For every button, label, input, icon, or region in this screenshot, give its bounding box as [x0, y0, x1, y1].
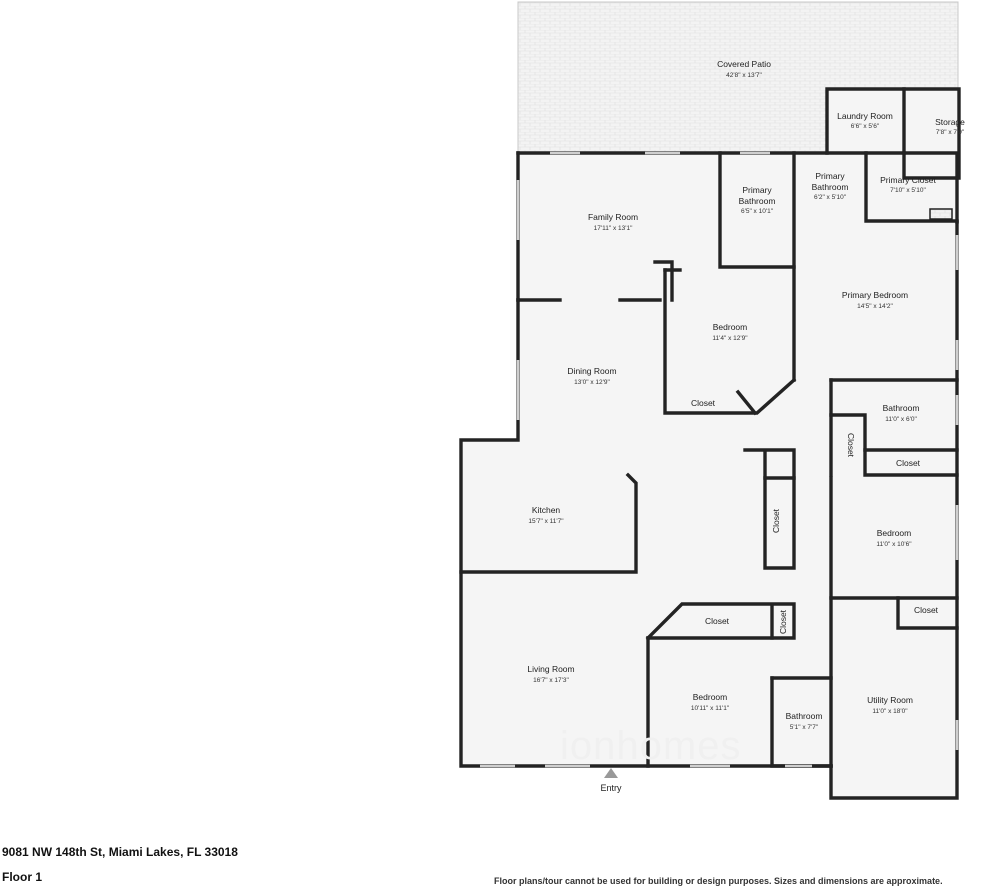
laundry-room-dim: 6'6" x 5'6"	[851, 123, 880, 130]
bedroom-2-label: Bedroom	[877, 528, 912, 538]
laundry-room-label: Laundry Room	[837, 111, 893, 121]
storage-dim: 7'8" x 7'9"	[936, 129, 965, 136]
covered-patio-dim: 42'8" x 13'7"	[726, 72, 762, 79]
closet-vent	[929, 208, 953, 220]
bedroom-1-label: Bedroom	[713, 322, 748, 332]
storage-area	[904, 89, 959, 178]
floor-label: Floor 1	[2, 870, 43, 884]
covered-patio-label: Covered Patio	[717, 59, 771, 69]
bathroom-2-label: Bathroom	[786, 711, 823, 721]
closet-v2-label: Closet	[771, 508, 781, 533]
primary-bedroom-dim: 14'5" x 14'2"	[857, 303, 893, 310]
disclaimer-text: Floor plans/tour cannot be used for buil…	[494, 876, 943, 886]
closet-4-label: Closet	[705, 616, 730, 626]
room-labels: Covered Patio 42'8" x 13'7" Laundry Room…	[527, 59, 965, 731]
kitchen-dim: 15'7" x 11'7"	[528, 518, 564, 525]
windows	[480, 151, 959, 768]
primary-bath-2-label-line2: Bathroom	[812, 182, 849, 192]
primary-closet-dim: 7'10" x 5'10"	[890, 187, 926, 194]
primary-bath-2-dim: 6'2" x 5'10"	[814, 194, 847, 201]
family-room-dim: 17'11" x 13'1"	[594, 225, 633, 232]
primary-bedroom-label: Primary Bedroom	[842, 290, 908, 300]
storage-label: Storage	[935, 117, 965, 127]
closet-3-label: Closet	[914, 605, 939, 615]
primary-bath-1-label-line1: Primary	[742, 185, 772, 195]
closet-v1-label: Closet	[846, 433, 856, 458]
closet-2-label: Closet	[896, 458, 921, 468]
utility-room-dim: 11'0" x 18'0"	[872, 708, 908, 715]
bathroom-1-label: Bathroom	[883, 403, 920, 413]
watermark-text: ionhomes	[560, 724, 742, 768]
kitchen-label: Kitchen	[532, 505, 561, 515]
bathroom-1-dim: 11'0" x 6'0"	[885, 416, 917, 423]
bedroom-3-dim: 10'11" x 11'1"	[691, 705, 730, 712]
dining-room-dim: 13'0" x 12'9"	[574, 379, 610, 386]
dining-room-label: Dining Room	[567, 366, 616, 376]
bathroom-2-dim: 5'1" x 7'7"	[790, 724, 819, 731]
entry-label: Entry	[600, 783, 622, 793]
bedroom-1-dim: 11'4" x 12'9"	[712, 335, 748, 342]
primary-bath-1-label-line2: Bathroom	[739, 196, 776, 206]
closet-1-label: Closet	[691, 398, 716, 408]
bedroom-2-dim: 11'0" x 10'6"	[876, 541, 912, 548]
laundry-room-area	[827, 89, 904, 153]
entry-arrow-icon	[604, 768, 618, 778]
living-room-label: Living Room	[527, 664, 574, 674]
primary-bath-1-dim: 6'5" x 10'1"	[741, 208, 774, 215]
primary-bath-2-label-line1: Primary	[815, 171, 845, 181]
living-room-dim: 16'7" x 17'3"	[533, 677, 569, 684]
family-room-label: Family Room	[588, 212, 638, 222]
closet-v3-label: Closet	[778, 609, 788, 634]
listing-address: 9081 NW 148th St, Miami Lakes, FL 33018	[2, 845, 238, 859]
primary-closet-label: Primary Closet	[880, 175, 936, 185]
utility-room-label: Utility Room	[867, 695, 913, 705]
bedroom-3-label: Bedroom	[693, 692, 728, 702]
house-floor	[461, 153, 957, 798]
